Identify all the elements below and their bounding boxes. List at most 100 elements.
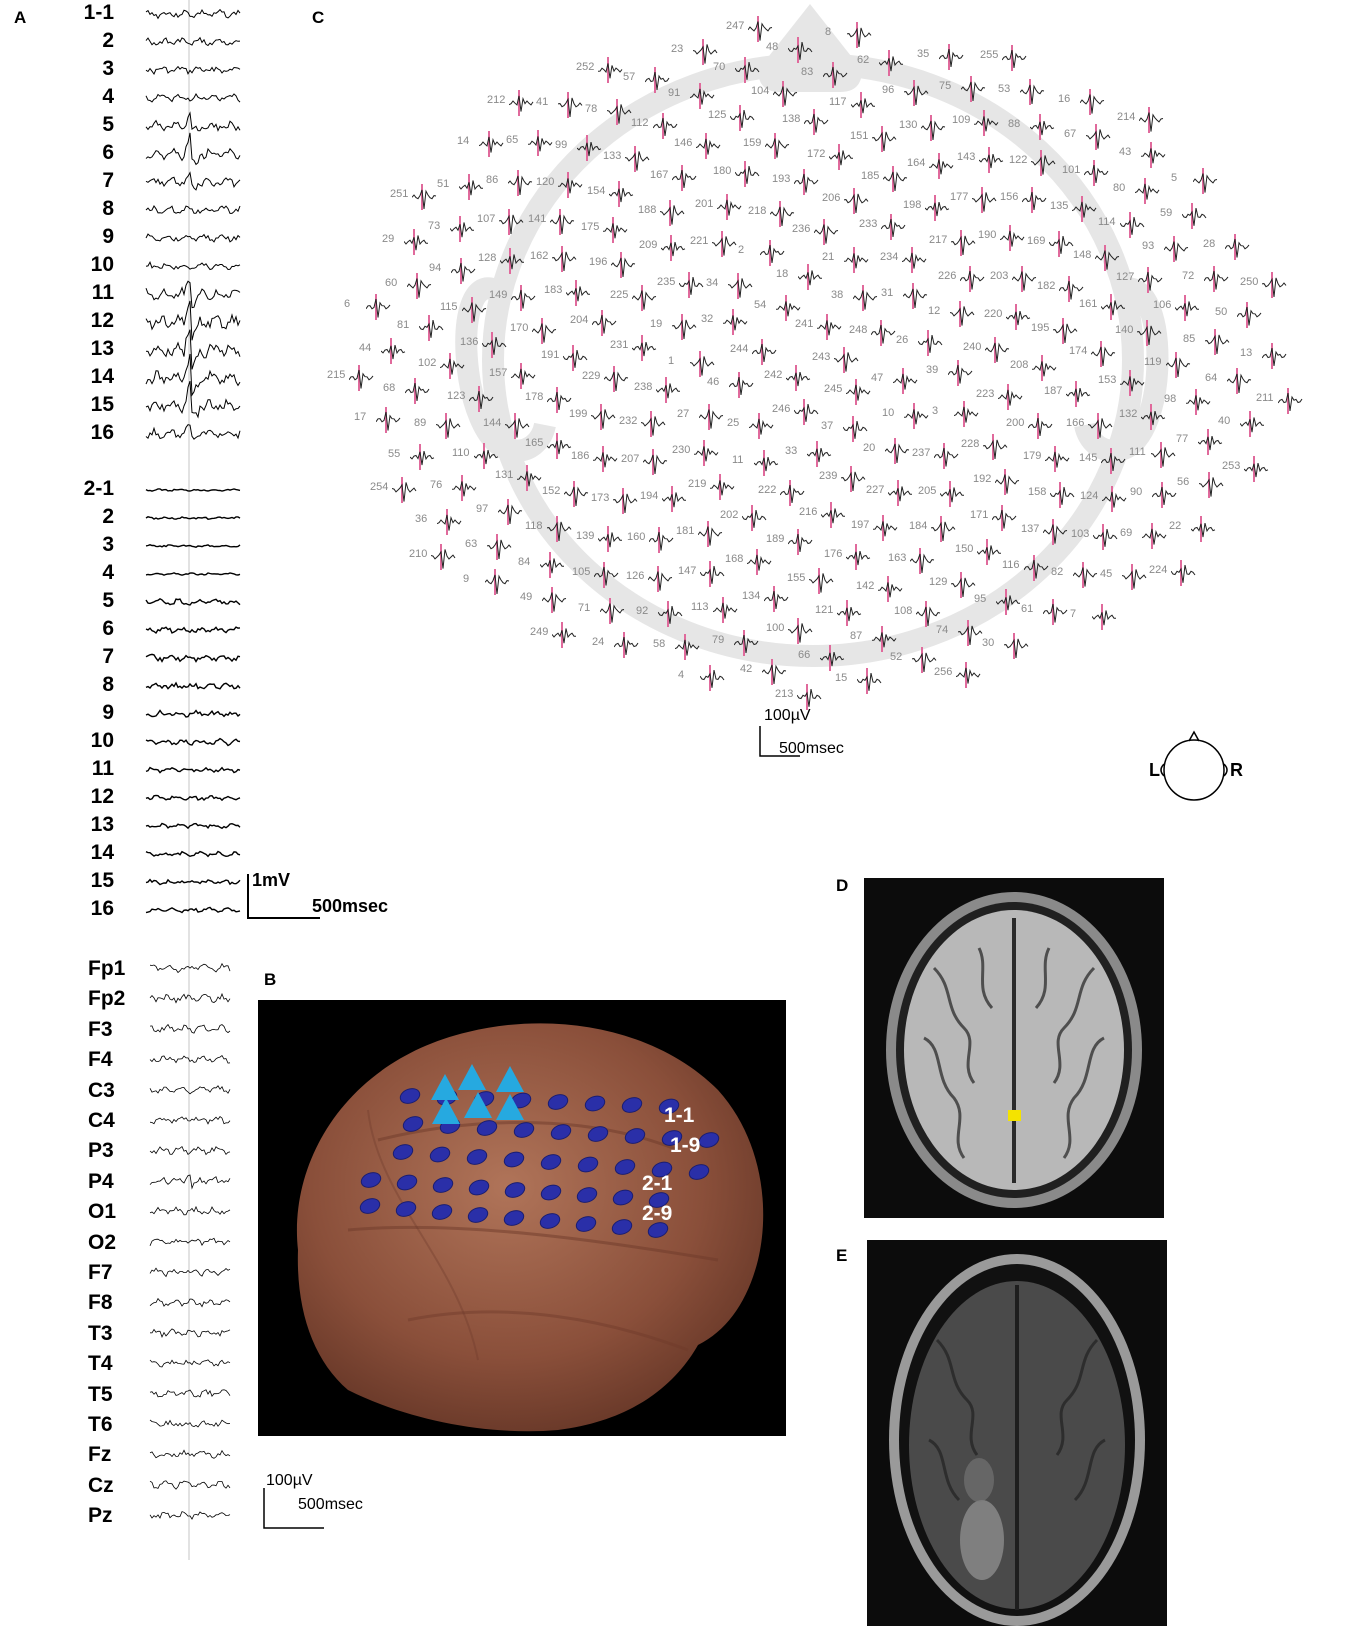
grid1-trace (145, 132, 241, 166)
electrode-trace (1141, 148, 1166, 164)
electrode-label: 222 (758, 484, 777, 496)
grid1-channel-label: 9 (102, 225, 114, 248)
electrode-trace (872, 131, 897, 151)
electrode-label: 8 (825, 26, 832, 38)
electrode-waveform (603, 217, 628, 243)
electrode-waveform (1088, 413, 1113, 439)
electrode-trace (451, 262, 476, 282)
electrode-trace (1225, 238, 1250, 258)
electrode-waveform (1024, 555, 1049, 581)
electrode-trace (690, 88, 715, 105)
electrode-trace (1166, 357, 1191, 377)
electrode-trace (1093, 528, 1118, 547)
electrode-label: 243 (812, 351, 831, 363)
subdural-electrode (698, 1132, 720, 1148)
electrode-trace (940, 487, 964, 503)
electrode-waveform (540, 552, 564, 578)
electrode-waveform (1006, 304, 1031, 330)
electrode-waveform (1164, 236, 1189, 262)
electrode-trace (754, 456, 779, 472)
electrode-trace (829, 150, 853, 166)
eeg-trace (149, 1174, 231, 1190)
electrode-waveform (1240, 411, 1264, 437)
electrode-waveform (440, 353, 465, 379)
electrode-label: 85 (1183, 333, 1196, 345)
electrode-waveform (1244, 456, 1269, 482)
electrode-trace (723, 315, 748, 331)
electrode-label: 102 (418, 357, 437, 369)
electrode-trace (419, 319, 444, 338)
electrode-trace (499, 214, 524, 234)
electrode-label: 103 (1071, 528, 1090, 540)
grid2-channel-label: 11 (91, 757, 114, 780)
electrode-label: 125 (708, 109, 727, 121)
electrode-label: 152 (542, 485, 561, 497)
electrode-waveform (1262, 272, 1287, 298)
electrode-trace (786, 371, 811, 387)
electrode-trace (1000, 230, 1025, 247)
electrode-trace (1237, 306, 1262, 326)
electrode-waveform (814, 219, 839, 245)
subdural-electrode (661, 1130, 683, 1146)
electrode-waveform (1059, 276, 1084, 302)
electrode-label: 242 (764, 369, 783, 381)
panel-b-label: B (264, 970, 277, 989)
electrode-waveform (505, 413, 530, 439)
electrode-waveform (693, 39, 718, 65)
electrode-waveform (804, 109, 829, 135)
electrode-waveform (607, 99, 632, 125)
electrode-waveform (1262, 343, 1287, 369)
electrode-label: 254 (370, 481, 389, 493)
eeg-channel-label: Cz (88, 1473, 114, 1497)
electrode-label: 25 (727, 417, 740, 429)
electrode-trace (511, 289, 536, 309)
subdural-electrode (468, 1179, 490, 1196)
electrode-waveform (844, 188, 869, 214)
electrode-waveform (649, 527, 674, 553)
scale-bar-1mv-time: 500msec (312, 896, 389, 916)
electrode-label: 200 (1006, 417, 1025, 429)
electrode-trace (1204, 270, 1229, 290)
electrode-label: 161 (1079, 298, 1098, 310)
electrode-trace (846, 384, 871, 401)
electrode-trace (798, 270, 822, 286)
electrode-label: 137 (1021, 523, 1040, 535)
grid2-trace (145, 766, 241, 774)
eeg-channel-label: F8 (88, 1291, 113, 1315)
electrode-waveform (954, 401, 979, 427)
electrode-trace (1043, 524, 1068, 544)
electrode-label: 112 (631, 117, 649, 129)
electrode-label: 183 (544, 284, 563, 296)
electrode-label: 148 (1073, 249, 1092, 261)
grid1-trace (145, 171, 241, 191)
electrode-waveform (1084, 160, 1109, 186)
electrode-label: 186 (571, 450, 590, 462)
scale-bar-100uv-hd (759, 726, 800, 757)
electrode-waveform (1199, 472, 1224, 498)
electrode-trace (592, 314, 617, 334)
electrode-label: 218 (748, 205, 767, 217)
electrode-waveform (679, 272, 704, 298)
electrode-trace (603, 223, 628, 239)
electrode-label: 192 (973, 473, 992, 485)
grid2-channel-label: 9 (102, 701, 114, 724)
electrode-waveform (903, 283, 928, 309)
subdural-electrode (550, 1124, 572, 1140)
electrode-trace (540, 558, 564, 574)
electrode-label: 101 (1062, 164, 1081, 176)
electrode-trace (1022, 191, 1047, 210)
electrode-label: 223 (976, 388, 995, 400)
electrode-trace (1175, 301, 1199, 317)
electrode-label: 40 (1218, 415, 1231, 427)
electrode-trace (844, 253, 869, 269)
electrode-trace (1049, 235, 1074, 254)
electrode-label: 224 (1149, 564, 1168, 576)
electrode-trace (1095, 250, 1120, 270)
electrode-trace (1198, 435, 1223, 451)
electrode-waveform (600, 598, 625, 624)
electrode-label: 79 (712, 634, 725, 646)
electrode-waveform (1225, 234, 1250, 260)
electrode-waveform (929, 153, 954, 179)
electrode-waveform (632, 335, 657, 361)
electrode-trace (405, 382, 430, 401)
